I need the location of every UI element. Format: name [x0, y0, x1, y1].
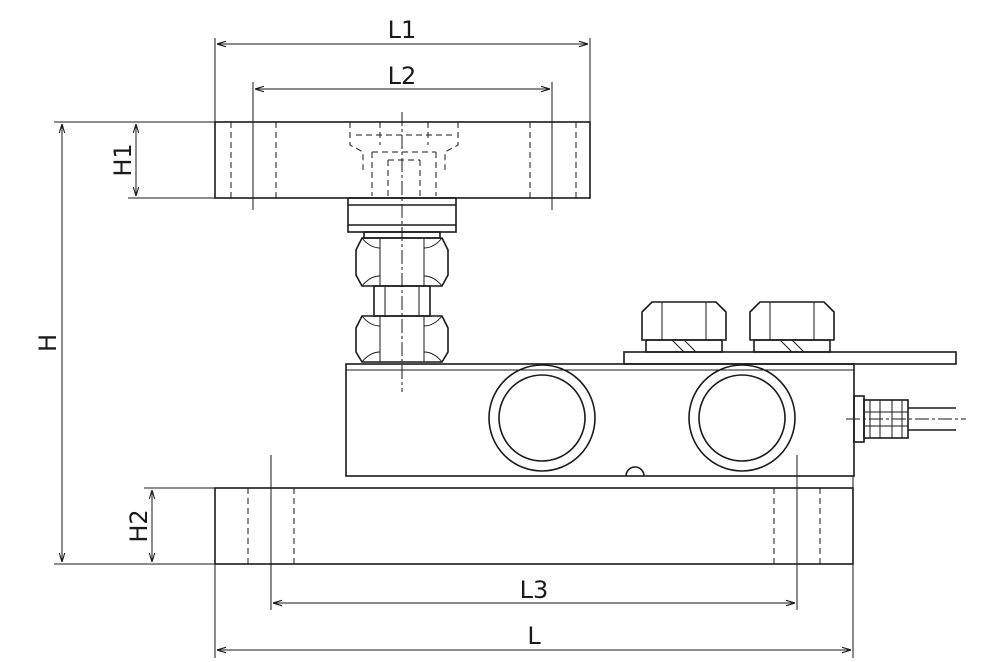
- dimension-l2-label: L2: [388, 62, 417, 90]
- dimension-h1-label: H1: [109, 143, 137, 176]
- cable-gland: [846, 395, 966, 443]
- dimension-l3-label: L3: [520, 576, 549, 604]
- dimension-l-label: L: [527, 622, 541, 650]
- bracket-with-bolts: [623, 301, 957, 365]
- dimension-h2: [144, 487, 215, 562]
- stud-assembly: [347, 112, 457, 392]
- dimension-h2-label: H2: [125, 509, 153, 542]
- dimension-l1-label: L1: [388, 16, 417, 44]
- load-cell-body: [345, 363, 855, 477]
- dimension-l: [214, 476, 854, 658]
- dimension-h-label: H: [34, 334, 62, 352]
- dimension-h1: [128, 121, 215, 199]
- dimension-h: [54, 121, 215, 565]
- dimension-l1: [214, 38, 591, 122]
